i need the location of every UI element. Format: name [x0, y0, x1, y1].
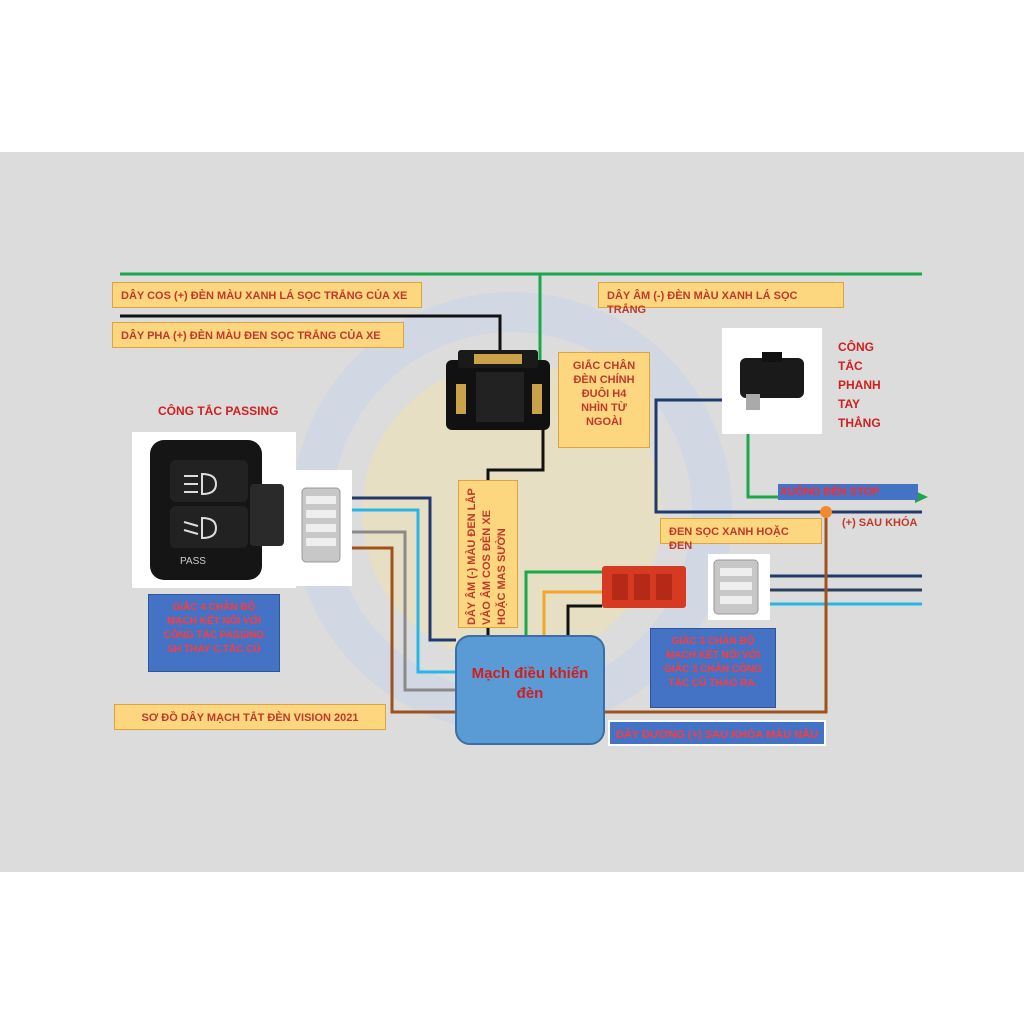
pass-text: PASS: [180, 556, 206, 567]
wire-brown-4pin: [350, 546, 456, 714]
ground-vertical-text: DÂY ÂM (-) MÀU ĐEN LẮP VÀO ÂM COS ĐÈN XE…: [466, 488, 508, 625]
diagram-title: SƠ ĐỒ DÂY MẠCH TẮT ĐÈN VISION 2021: [114, 704, 386, 730]
ground-wire-label: DÂY ÂM (-) ĐÈN MÀU XANH LÁ SỌC TRẮNG: [598, 282, 844, 316]
connector4-label: GIẮC 4 CHÂN BỘ MẠCH KẾT NỐI VỚI CÔNG TẮC…: [148, 594, 280, 672]
controller-label: Mạch điều khiển đèn: [471, 665, 589, 702]
4pin-connector-photo: [296, 470, 352, 586]
junction-dot-icon: [820, 506, 832, 518]
cos-wire-label: DÂY COS (+) ĐÈN MÀU XANH LÁ SỌC TRẮNG CỦ…: [112, 282, 422, 308]
wire-gray-4pin: [350, 530, 456, 692]
black-stripe-label: ĐEN SỌC XANH HOẶC ĐEN: [660, 518, 822, 552]
controller-box: [455, 635, 605, 745]
brake-switch-photo: [722, 328, 822, 434]
h4-socket: [446, 350, 550, 430]
connector3-label: GIẮC 3 CHÂN BỘ MẠCH KẾT NỐI VỚI GIẮC 3 C…: [650, 628, 776, 708]
3pin-connector-photo: [708, 554, 770, 620]
wire-black-3pin: [566, 604, 602, 636]
pha-wire-label: DÂY PHA (+) ĐÈN MÀU ĐEN SỌC TRẮNG CỦA XE: [112, 322, 404, 348]
wire-brown-positive: [604, 512, 828, 714]
wire-orange-3pin: [542, 590, 602, 636]
positive-brown-label: DÂY DƯƠNG (+) SAU KHÓA MÀU NÂU: [608, 720, 826, 746]
wire-green-3pin: [524, 570, 602, 636]
headlight-high-icon: [184, 472, 218, 496]
stop-light-label: XUỐNG ĐÈN STOP: [778, 484, 918, 500]
passing-switch-photo: PASS: [132, 432, 296, 588]
headlight-low-icon: [183, 516, 218, 540]
pha-wire: [120, 314, 502, 360]
ground-vertical-label: DÂY ÂM (-) MÀU ĐEN LẮP VÀO ÂM COS ĐÈN XE…: [458, 480, 518, 628]
passing-switch-label: CÔNG TẮC PASSING: [158, 404, 279, 418]
wire-navy-4pin: [350, 496, 456, 642]
brake-switch-label: CÔNG TẮC PHANH TAY THẲNG: [838, 340, 881, 430]
red-3pin-connector: [602, 566, 686, 608]
after-key-label: (+) SAU KHÓA: [842, 517, 918, 529]
wire-cyan-4pin: [350, 508, 456, 674]
h4-socket-label: GIẮC CHÂN ĐÈN CHÍNH ĐUÔI H4 NHÌN TỪ NGOÀ…: [558, 352, 650, 448]
wire-navy-brake: [654, 398, 922, 514]
arrow-right-icon: [915, 491, 928, 503]
